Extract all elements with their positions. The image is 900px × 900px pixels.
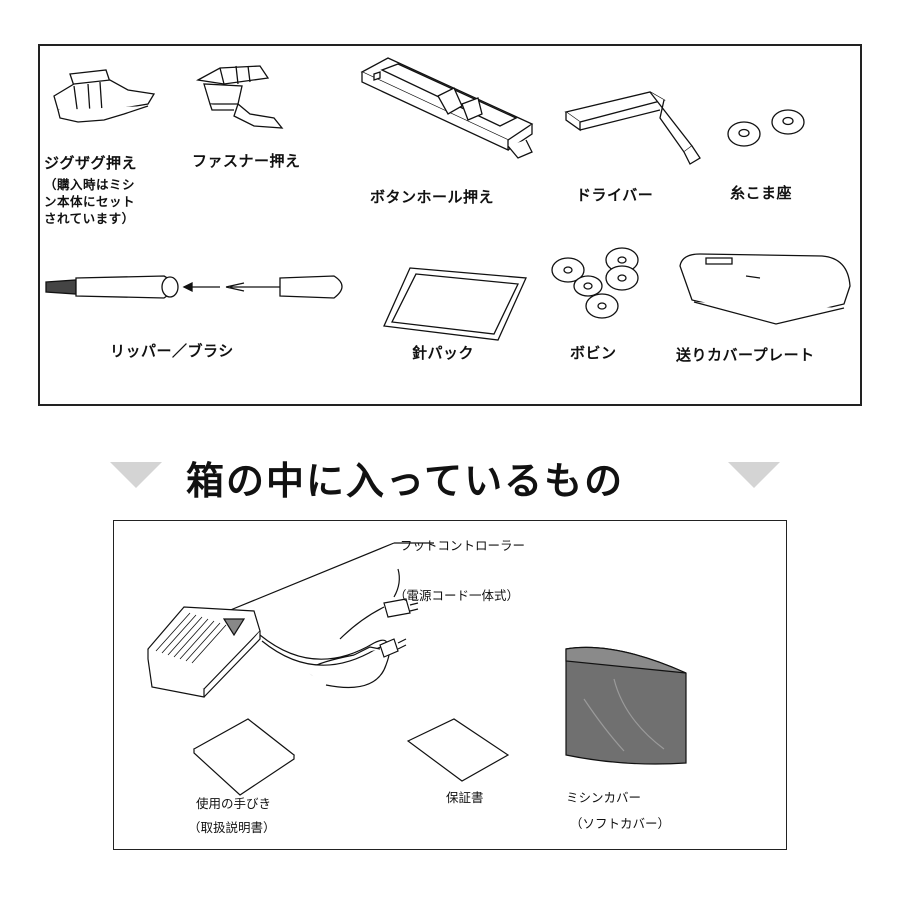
spool-felt-illustration — [727, 109, 805, 147]
zigzag-foot-illustration — [53, 69, 156, 123]
zipper-foot-illustration — [196, 65, 284, 129]
needle-pack-illustration — [383, 267, 527, 341]
triangle-down-right-icon — [728, 462, 780, 488]
zigzag-foot-label: ジグザグ押え — [44, 154, 138, 172]
warranty-illustration — [406, 718, 510, 782]
manual-label: 使用の手びき — [196, 796, 272, 811]
cover-label: ミシンカバー — [566, 790, 642, 805]
ripper-brush-label: リッパー／ブラシ — [110, 342, 234, 360]
screwdriver-label: ドライバー — [576, 186, 654, 204]
accessories-panel: ジグザグ押え （購入時はミシ ン本体にセット されています） ファスナー押え ボ… — [38, 44, 862, 406]
zipper-foot-label: ファスナー押え — [192, 152, 301, 170]
triangle-down-left-icon — [110, 462, 162, 488]
needle-pack-label: 針パック — [412, 344, 475, 362]
foot-controller-label: フットコントローラー — [400, 538, 526, 553]
buttonhole-foot-illustration — [360, 57, 534, 159]
feed-cover-plate-label: 送りカバープレート — [676, 346, 815, 364]
spool-felt-label: 糸こま座 — [730, 184, 793, 202]
bobbin-illustration — [551, 247, 639, 319]
ripper-brush-illustration — [45, 275, 343, 299]
feed-cover-plate-illustration — [679, 253, 851, 325]
manual-note: （取扱説明書） — [188, 820, 276, 835]
page-title: 箱の中に入っているもの — [186, 459, 625, 503]
bobbin-label: ボビン — [570, 344, 617, 362]
cover-note: （ソフトカバー） — [570, 816, 671, 831]
foot-controller-note: （電源コード一体式） — [394, 588, 520, 603]
foot-controller-illustration — [147, 542, 434, 698]
sewing-machine-cover-illustration — [565, 646, 687, 765]
screwdriver-illustration — [564, 91, 701, 165]
buttonhole-foot-label: ボタンホール押え — [370, 188, 495, 206]
box-contents-panel: フットコントローラー （電源コード一体式） 使用の手びき （取扱説明書） 保証書… — [113, 520, 787, 850]
warranty-label: 保証書 — [446, 790, 484, 805]
zigzag-foot-note: （購入時はミシ ン本体にセット されています） — [44, 177, 136, 226]
manual-illustration — [192, 718, 296, 796]
section-heading: 箱の中に入っているもの — [0, 446, 900, 506]
